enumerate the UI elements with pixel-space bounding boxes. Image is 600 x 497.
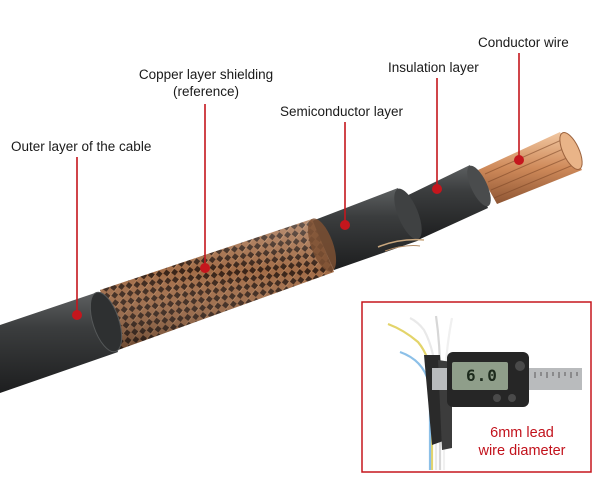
caliper-button [508, 394, 516, 402]
caliper-button [493, 394, 501, 402]
pointer-outer-layer [72, 157, 82, 320]
pointer-insulation [432, 78, 442, 194]
caliper-thumbwheel [515, 361, 525, 371]
conductor-wire [478, 132, 583, 204]
label-conductor-wire: Conductor wire [478, 35, 569, 50]
caliper-reading: 6.0 [466, 366, 498, 385]
label-insulation-layer: Insulation layer [388, 60, 479, 75]
copper-braid-shielding [100, 218, 337, 350]
caliper-display [452, 362, 508, 390]
label-outer-layer: Outer layer of the cable [11, 139, 152, 154]
inset-caption: 6mm lead wire diameter [478, 425, 566, 459]
measurement-inset [361, 301, 592, 473]
semiconductor-layer [312, 188, 425, 270]
label-semiconductor-layer: Semiconductor layer [280, 104, 404, 119]
pointer-copper-shield [200, 104, 210, 273]
outer-jacket [0, 291, 123, 393]
pointer-conductor [514, 53, 524, 165]
pointer-semiconductor [340, 122, 350, 230]
label-copper-shielding: Copper layer shielding (reference) [138, 67, 274, 99]
